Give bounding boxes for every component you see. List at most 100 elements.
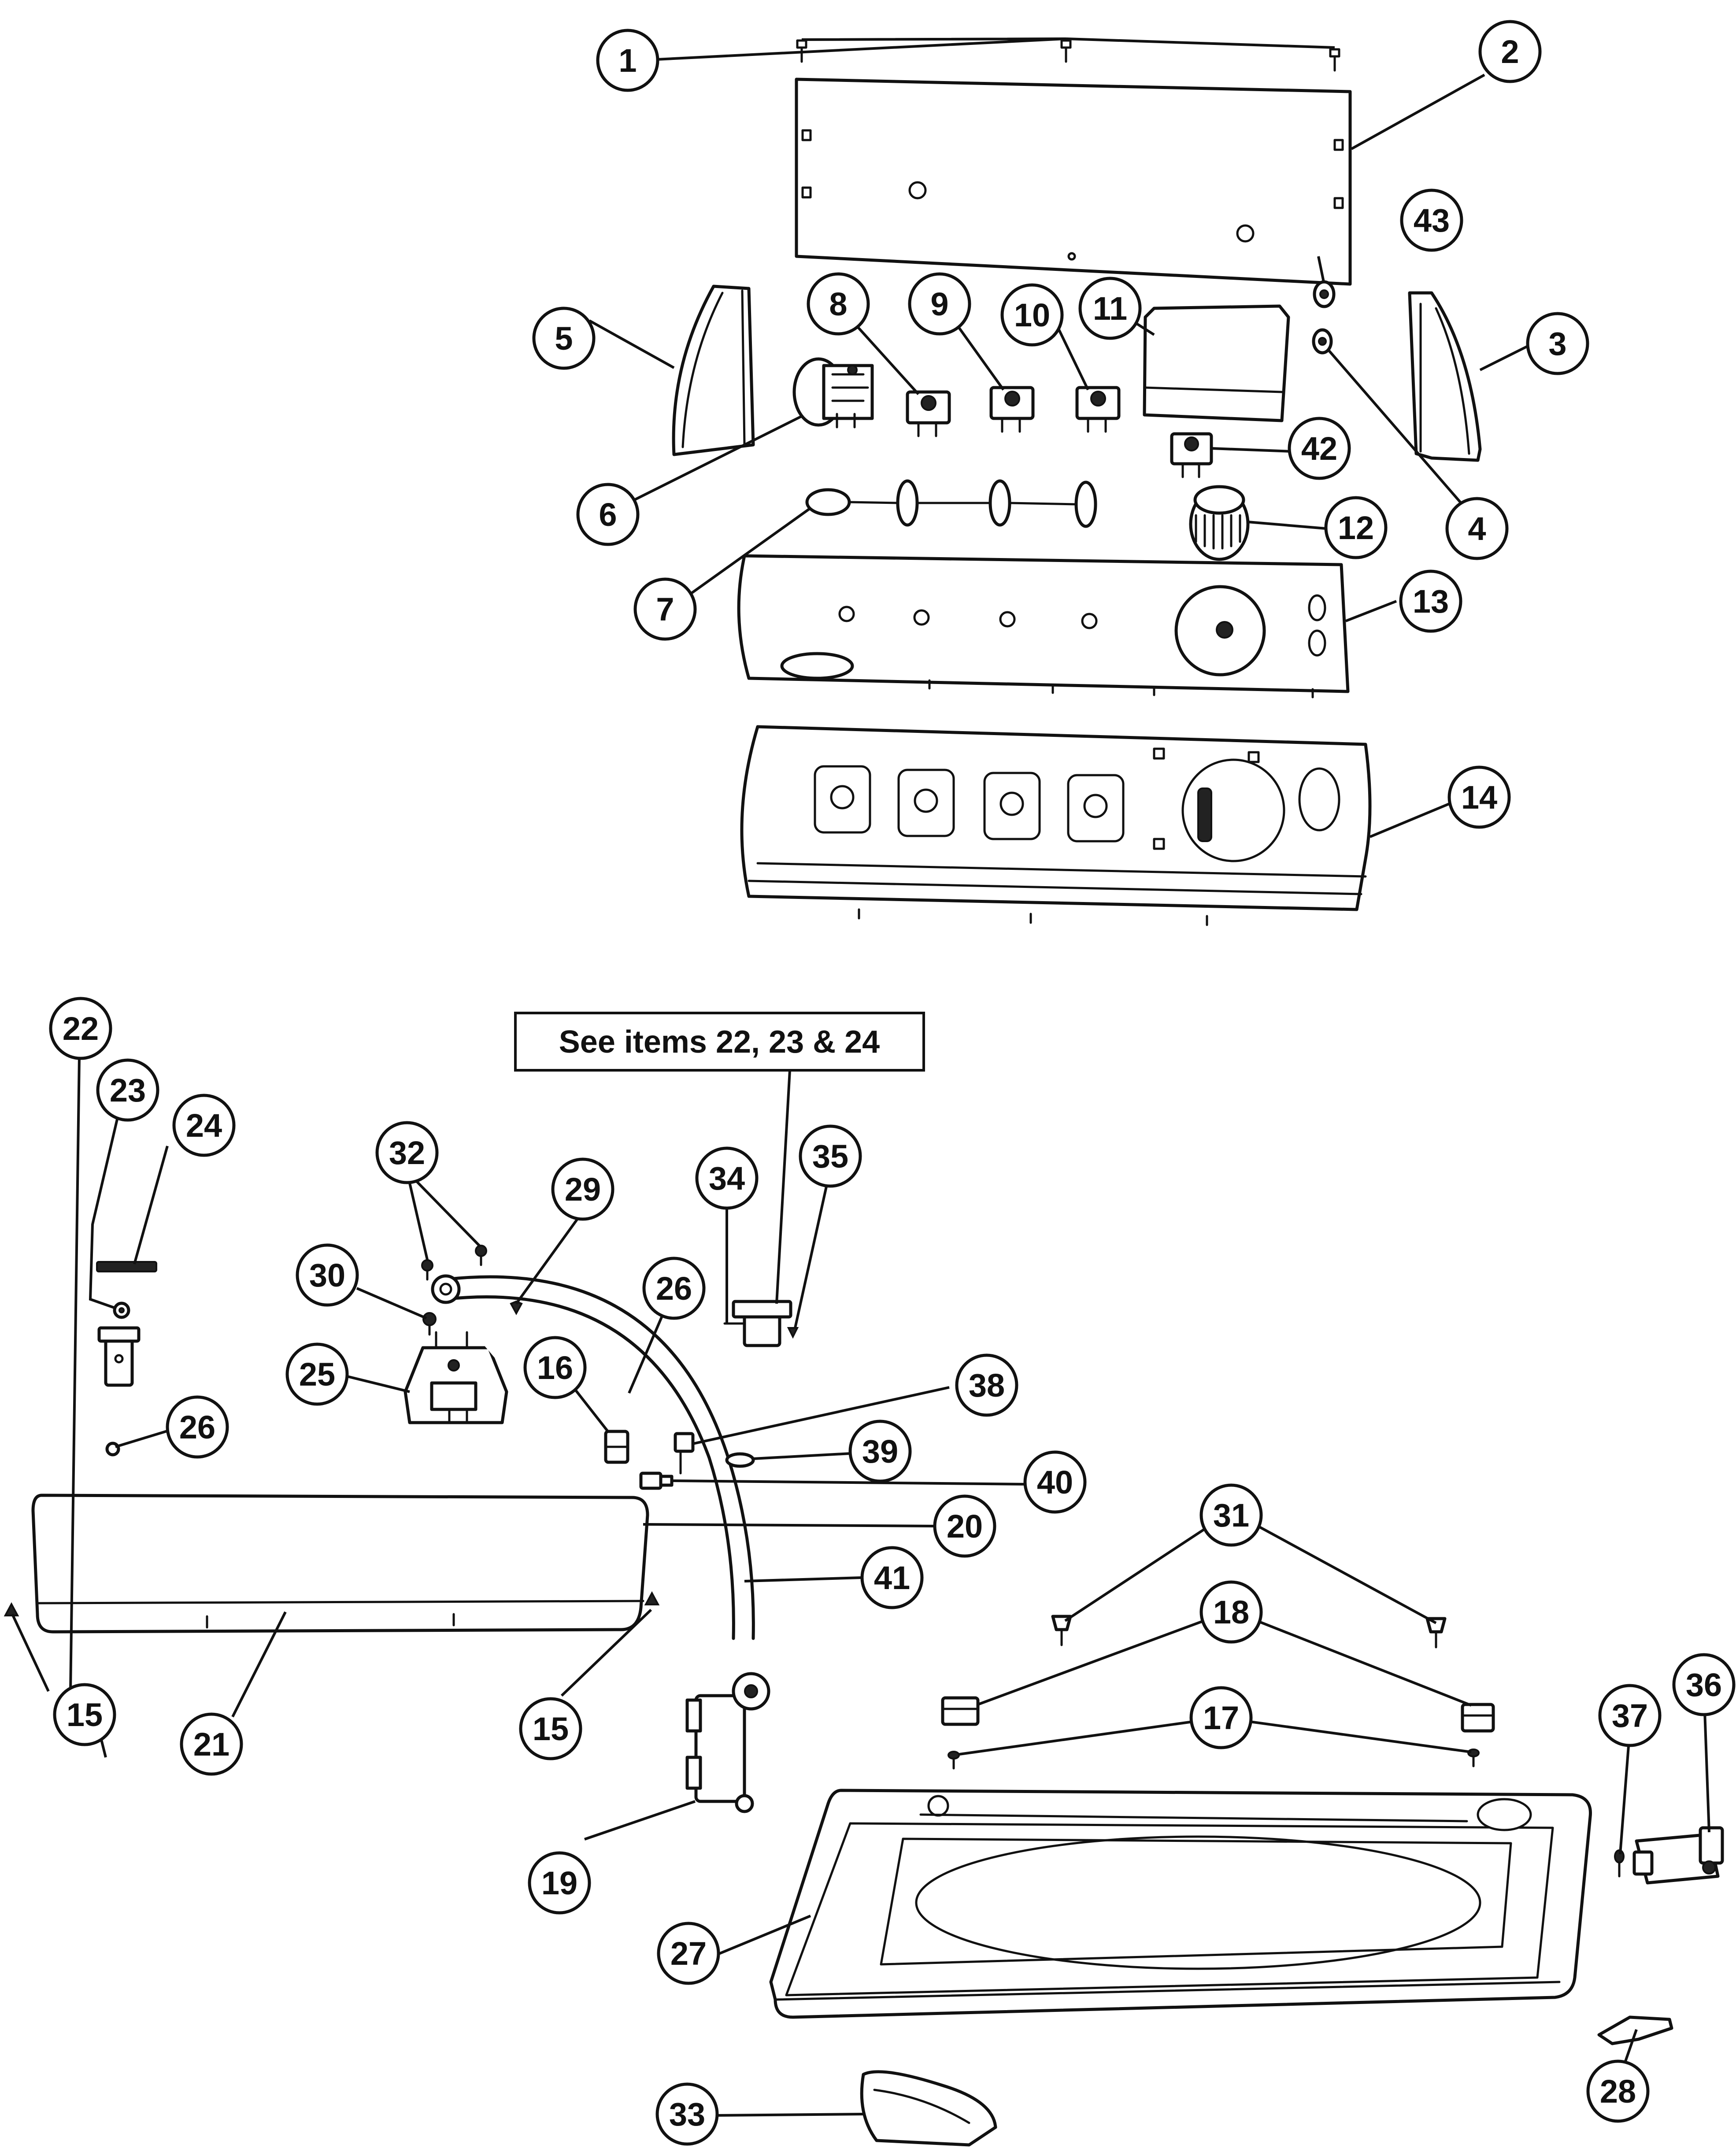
svg-text:2: 2 xyxy=(1501,33,1519,70)
svg-text:34: 34 xyxy=(709,1160,745,1197)
part-13-console-panel xyxy=(737,554,1350,699)
see-items-note-text: See items 22, 23 & 24 xyxy=(559,1024,880,1060)
svg-text:32: 32 xyxy=(389,1135,425,1171)
part-15b-bumper xyxy=(644,1591,660,1605)
svg-text:22: 22 xyxy=(63,1010,99,1047)
callout-39: 39 xyxy=(848,1420,912,1483)
callout-26a: 26 xyxy=(642,1257,706,1320)
callout-15b: 15 xyxy=(519,1697,582,1760)
callout-25: 25 xyxy=(285,1342,349,1406)
callout-5: 5 xyxy=(532,307,596,370)
callout-32: 32 xyxy=(375,1121,439,1184)
callout-21: 21 xyxy=(180,1712,243,1776)
svg-text:16: 16 xyxy=(537,1349,573,1386)
svg-text:42: 42 xyxy=(1301,430,1337,467)
svg-text:15: 15 xyxy=(67,1697,103,1733)
svg-text:12: 12 xyxy=(1338,510,1374,546)
callout-7: 7 xyxy=(633,577,697,641)
part-43-grommet xyxy=(1313,280,1336,308)
callout-33: 33 xyxy=(655,2082,719,2146)
part-34-bracket xyxy=(723,1300,792,1347)
svg-text:35: 35 xyxy=(812,1138,848,1175)
svg-text:41: 41 xyxy=(874,1560,910,1596)
callout-9: 9 xyxy=(908,272,971,336)
callout-1: 1 xyxy=(596,29,659,92)
part-39-clamp xyxy=(725,1452,755,1468)
callout-15a: 15 xyxy=(53,1683,116,1746)
callout-10: 10 xyxy=(1000,283,1064,347)
svg-text:6: 6 xyxy=(599,496,617,533)
part-29-clip xyxy=(510,1300,523,1316)
callout-16: 16 xyxy=(523,1336,587,1399)
svg-text:4: 4 xyxy=(1468,510,1486,547)
callout-34: 34 xyxy=(695,1146,759,1210)
part-23-washer xyxy=(113,1301,130,1319)
svg-text:1: 1 xyxy=(618,42,637,79)
part-17-screws xyxy=(948,1749,1480,1770)
svg-text:43: 43 xyxy=(1414,202,1450,239)
part-5-left-end-cap xyxy=(672,285,755,456)
callout-28: 28 xyxy=(1586,2059,1650,2123)
svg-text:26: 26 xyxy=(656,1270,692,1307)
callout-37: 37 xyxy=(1598,1684,1662,1747)
callout-31: 31 xyxy=(1199,1483,1263,1547)
callout-27: 27 xyxy=(657,1922,720,1985)
part-25-lid-switch xyxy=(403,1331,508,1424)
part-27-top-cover xyxy=(769,1789,1592,2019)
callout-14: 14 xyxy=(1447,765,1511,829)
callout-30: 30 xyxy=(296,1243,359,1307)
svg-text:9: 9 xyxy=(930,286,948,322)
part-22-bracket xyxy=(97,1326,141,1387)
svg-text:25: 25 xyxy=(299,1356,335,1393)
svg-text:31: 31 xyxy=(1213,1497,1249,1534)
callout-29: 29 xyxy=(551,1157,614,1221)
callout-3: 3 xyxy=(1526,312,1589,375)
part-41-fill-hose xyxy=(431,1274,755,1640)
callout-35: 35 xyxy=(799,1124,862,1188)
part-26b-nut xyxy=(105,1442,120,1457)
callout-36: 36 xyxy=(1672,1653,1736,1716)
svg-text:8: 8 xyxy=(829,286,847,322)
callout-8: 8 xyxy=(807,272,870,336)
part-42-switch xyxy=(1170,432,1213,478)
part-32-screws xyxy=(421,1245,487,1281)
svg-text:28: 28 xyxy=(1600,2073,1636,2110)
part-15a-bumper xyxy=(4,1602,19,1616)
callout-6: 6 xyxy=(576,483,640,546)
part-40-connector xyxy=(639,1471,674,1490)
svg-text:7: 7 xyxy=(656,591,674,628)
part-14-console-base xyxy=(740,725,1372,926)
svg-text:40: 40 xyxy=(1037,1464,1073,1501)
svg-text:37: 37 xyxy=(1612,1697,1648,1734)
svg-text:21: 21 xyxy=(193,1726,229,1763)
callout-40: 40 xyxy=(1023,1450,1087,1514)
callout-43: 43 xyxy=(1400,189,1463,252)
svg-text:5: 5 xyxy=(555,320,573,357)
svg-text:36: 36 xyxy=(1686,1667,1722,1703)
part-24-pad xyxy=(96,1261,157,1272)
callout-23: 23 xyxy=(96,1058,159,1122)
callout-41: 41 xyxy=(860,1546,924,1609)
svg-text:18: 18 xyxy=(1213,1594,1249,1630)
part-4-grommet xyxy=(1312,328,1333,355)
callout-24: 24 xyxy=(172,1094,236,1157)
svg-text:29: 29 xyxy=(565,1171,601,1208)
part-7-knobs xyxy=(805,479,1097,528)
svg-text:33: 33 xyxy=(669,2096,705,2133)
svg-text:15: 15 xyxy=(533,1711,569,1747)
callout-42: 42 xyxy=(1288,417,1351,480)
svg-text:23: 23 xyxy=(110,1072,146,1109)
callout-11: 11 xyxy=(1078,277,1142,340)
part-9-switch xyxy=(989,386,1035,433)
svg-text:30: 30 xyxy=(309,1257,345,1294)
part-16-clip xyxy=(604,1430,629,1464)
part-11-control-box xyxy=(1143,304,1290,422)
svg-text:3: 3 xyxy=(1548,325,1566,362)
svg-text:11: 11 xyxy=(1093,290,1127,327)
svg-text:14: 14 xyxy=(1461,779,1497,816)
svg-text:17: 17 xyxy=(1203,1700,1239,1736)
callout-4: 4 xyxy=(1445,497,1509,560)
svg-text:20: 20 xyxy=(947,1508,983,1545)
svg-text:39: 39 xyxy=(862,1433,898,1470)
